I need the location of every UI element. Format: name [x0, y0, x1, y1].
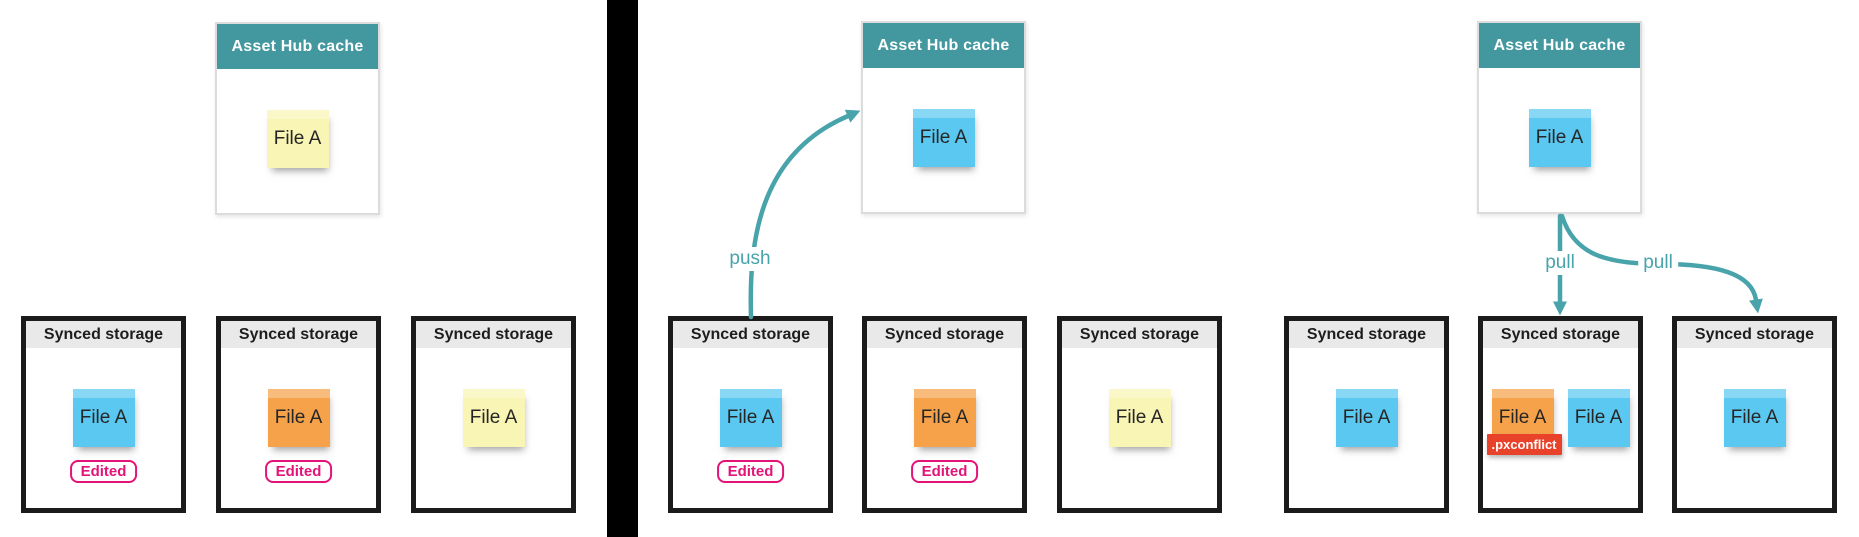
note-label: File A [1574, 407, 1623, 428]
cache-title: Asset Hub cache [217, 24, 378, 69]
pull-arrow-label-right: pull [1638, 251, 1678, 275]
push-arrow-label: push [724, 247, 776, 271]
pxconflict-tag: .pxconflict [1486, 434, 1562, 455]
cache-title: Asset Hub cache [1479, 23, 1640, 68]
synced-storage-box: Synced storage File A [1284, 316, 1449, 513]
synced-storage-box: Synced storage File A [411, 316, 576, 513]
storage-title: Synced storage [416, 321, 571, 348]
note-label: File A [726, 407, 775, 428]
storage-title: Synced storage [867, 321, 1022, 348]
synced-storage-box: Synced storage File A [1057, 316, 1222, 513]
note-label: File A [1730, 407, 1779, 428]
asset-hub-cache-box: Asset Hub cache File A [861, 21, 1026, 214]
note-label: File A [79, 407, 128, 428]
note-label: File A [1342, 407, 1391, 428]
sticky-note-file-a: File A [1108, 389, 1171, 447]
synced-storage-box: Synced storage File A Edited [862, 316, 1027, 513]
note-label: File A [273, 128, 322, 149]
sticky-note-file-a: File A [913, 389, 976, 447]
edited-badge: Edited [264, 460, 333, 483]
storage-title: Synced storage [1483, 321, 1638, 348]
synced-storage-box: Synced storage File A Edited [216, 316, 381, 513]
sticky-note-file-a: File A [1723, 389, 1786, 447]
sticky-note-file-a-conflict: File A .pxconflict [1486, 389, 1562, 455]
cache-title: Asset Hub cache [863, 23, 1024, 68]
synced-storage-box: Synced storage File A Edited [668, 316, 833, 513]
synced-storage-box: Synced storage File A Edited [21, 316, 186, 513]
storage-title: Synced storage [26, 321, 181, 348]
synced-storage-box: Synced storage File A .pxconflict File A [1478, 316, 1643, 513]
sticky-note-file-a: File A [72, 389, 135, 447]
edited-badge: Edited [69, 460, 138, 483]
sticky-note-file-a: File A [719, 389, 782, 447]
sticky-note-file-a: File A [266, 110, 329, 168]
sticky-note-file-a: File A [1567, 389, 1630, 447]
panel-divider [607, 0, 638, 537]
storage-title: Synced storage [1062, 321, 1217, 348]
storage-title: Synced storage [1677, 321, 1832, 348]
note-label: File A [1498, 407, 1547, 428]
asset-hub-cache-box: Asset Hub cache File A [1477, 21, 1642, 214]
asset-hub-cache-box: Asset Hub cache File A [215, 22, 380, 215]
storage-title: Synced storage [221, 321, 376, 348]
edited-badge: Edited [716, 460, 785, 483]
sticky-note-file-a: File A [1528, 109, 1591, 167]
synced-storage-box: Synced storage File A [1672, 316, 1837, 513]
note-label: File A [919, 127, 968, 148]
push-arrow [748, 109, 861, 320]
sticky-note-file-a: File A [267, 389, 330, 447]
note-label: File A [274, 407, 323, 428]
pull-arrow-label-left: pull [1540, 251, 1580, 275]
note-label: File A [1535, 127, 1584, 148]
storage-title: Synced storage [673, 321, 828, 348]
sticky-note-file-a: File A [1335, 389, 1398, 447]
note-label: File A [469, 407, 518, 428]
sticky-note-file-a: File A [912, 109, 975, 167]
note-label: File A [1115, 407, 1164, 428]
edited-badge: Edited [910, 460, 979, 483]
note-label: File A [920, 407, 969, 428]
storage-title: Synced storage [1289, 321, 1444, 348]
sticky-note-file-a: File A [462, 389, 525, 447]
